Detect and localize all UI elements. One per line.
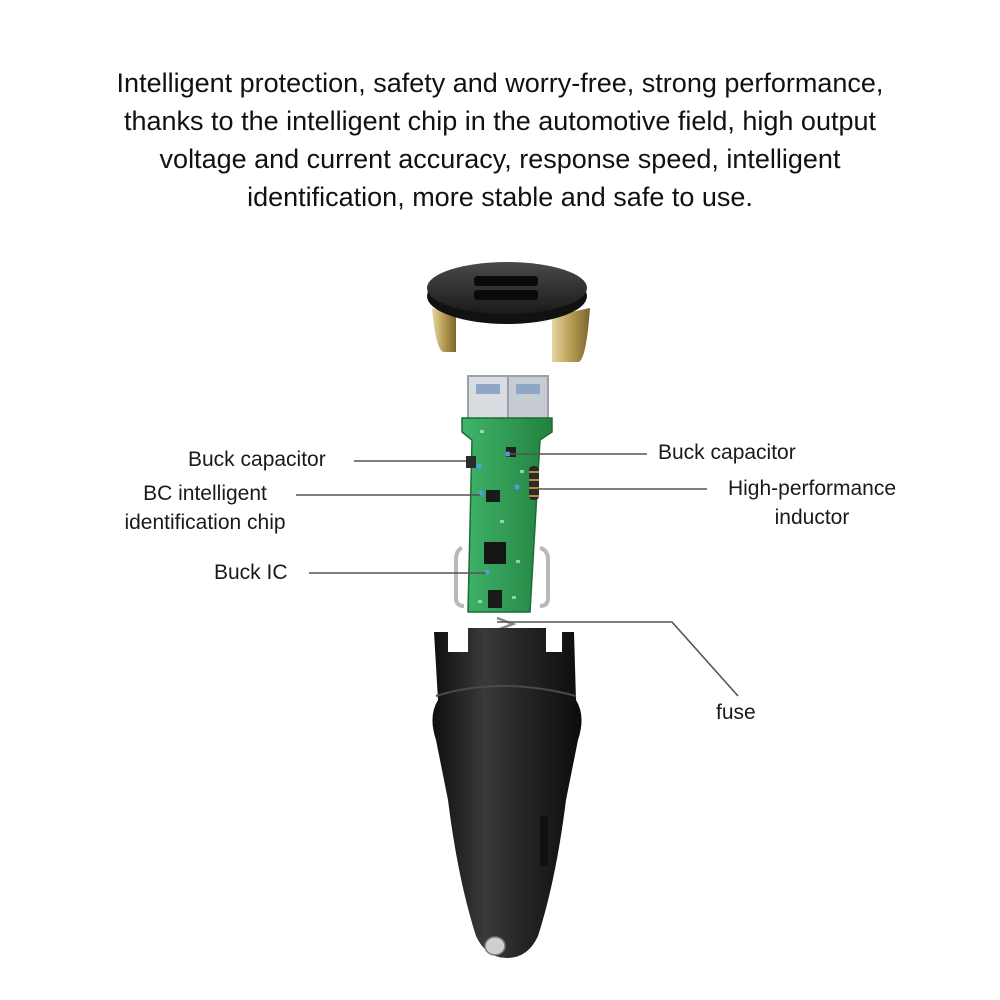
headline-line-3: voltage and current accuracy, response s… [159,144,841,174]
label-buck-ic: Buck IC [214,561,288,584]
inductor-component [529,466,539,500]
usb-ports [467,375,549,423]
headline: Intelligent protection, safety and worry… [40,64,960,216]
charger-shell [432,628,582,958]
usb-slot-top [474,276,538,286]
label-high-performance-inductor: High-performance inductor [712,474,912,532]
leader-fuse [497,621,739,697]
label-bc-chip-line-1: BC intelligent [143,482,267,505]
right-metal-contact [552,308,590,362]
top-cap [427,262,590,362]
buck-ic-component [484,542,506,564]
headline-line-4: identification, more stable and safe to … [247,182,753,212]
label-fuse: fuse [716,701,756,724]
headline-line-2: thanks to the intelligent chip in the au… [124,106,876,136]
leader-lines [296,453,739,697]
fuse-component [488,590,502,608]
label-buck-capacitor-left: Buck capacitor [188,448,326,471]
headline-line-1: Intelligent protection, safety and worry… [116,68,884,98]
pcb-board [454,417,553,613]
bc-identification-chip-component [486,490,500,502]
label-buck-capacitor-right: Buck capacitor [658,441,796,464]
left-metal-contact [432,308,456,352]
label-bc-intelligent-chip: BC intelligent identification chip [112,479,298,537]
label-bc-chip-line-2: identification chip [124,511,286,534]
label-inductor-line-1: High-performance [727,477,897,500]
label-inductor-line-2: inductor [774,506,850,529]
buck-capacitor-left-component [466,456,476,468]
tip-contact [484,936,506,956]
usb-slot-bottom [474,290,538,300]
buck-capacitor-right-component [506,447,516,457]
